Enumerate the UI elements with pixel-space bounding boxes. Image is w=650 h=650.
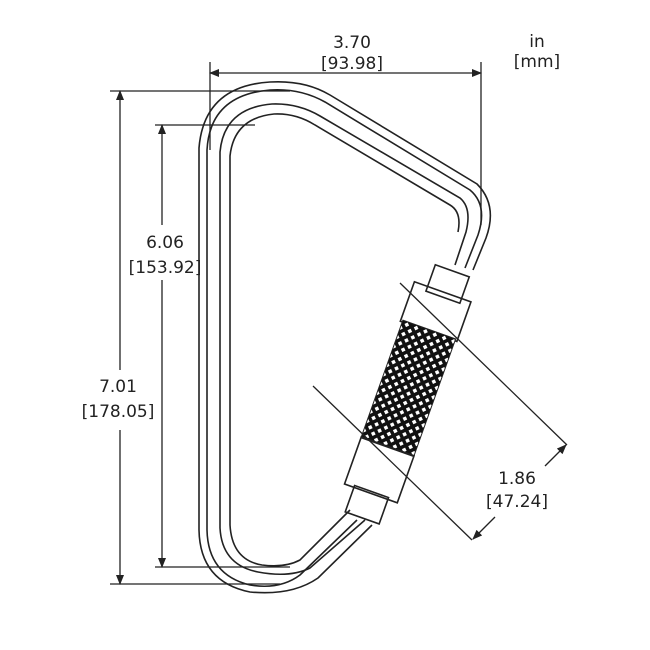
width-mm: [93.98] <box>321 54 383 74</box>
overall-length-mm: [178.05] <box>82 402 155 422</box>
carabiner-body <box>198 80 492 594</box>
overall-length-in: 7.01 <box>99 377 137 397</box>
gate-opening-in: 1.86 <box>498 469 536 489</box>
locking-gate <box>343 263 472 525</box>
overall-length-dimension: 7.01 [178.05] <box>82 90 290 585</box>
width-dimension: 3.70 [93.98] <box>209 33 482 225</box>
gate-top-hinge <box>424 263 471 305</box>
knurled-sleeve <box>360 319 457 458</box>
width-in: 3.70 <box>333 33 371 53</box>
gate-bottom-hinge <box>344 484 390 525</box>
gate-opening-mm: [47.24] <box>486 492 548 512</box>
inner-length-mm: [153.92] <box>129 258 202 278</box>
inner-length-dimension: 6.06 [153.92] <box>129 124 290 568</box>
inner-length-in: 6.06 <box>146 233 184 253</box>
gate-bottom-collar <box>343 435 416 504</box>
units-secondary: [mm] <box>514 52 560 72</box>
gate-opening-dimension: 1.86 [47.24] <box>312 282 568 541</box>
units-primary: in <box>529 32 545 52</box>
